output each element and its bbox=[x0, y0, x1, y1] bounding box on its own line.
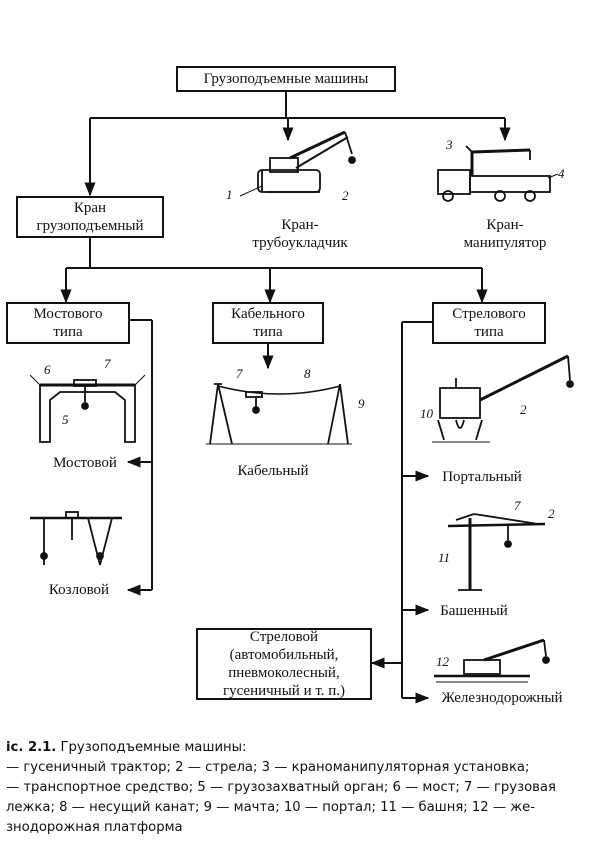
boom-mobile-line3: пневмоколесный, bbox=[228, 665, 340, 681]
pipelayer-line2: трубоукладчик bbox=[252, 235, 348, 251]
root-box: Грузоподъемные машины bbox=[176, 66, 396, 92]
num-label: 1 bbox=[226, 187, 233, 202]
boom-type-line2: типа bbox=[474, 324, 504, 340]
boom-mobile-box: Стреловой (автомобильный, пневмоколесный… bbox=[196, 628, 372, 700]
num-label: 2 bbox=[520, 402, 527, 417]
manipulator-truck-illustration bbox=[437, 145, 559, 202]
tower-crane-label: Башенный bbox=[440, 603, 508, 619]
num-label: 3 bbox=[446, 137, 453, 152]
caption-title-row: іс. 2.1. Грузоподъемные машины: bbox=[6, 738, 594, 758]
num-label: 7 bbox=[236, 366, 243, 381]
boom-type-line1: Стрелового bbox=[452, 306, 526, 322]
railway-crane-illustration bbox=[434, 638, 550, 683]
num-label: 4 bbox=[558, 166, 565, 181]
boom-mobile-line4: гусеничный и т. п.) bbox=[222, 683, 346, 699]
root-label: Грузоподъемные машины bbox=[203, 71, 369, 87]
num-label: 8 bbox=[304, 366, 311, 381]
num-label: 5 bbox=[62, 412, 69, 427]
gantry-crane-label: Козловой bbox=[48, 582, 110, 598]
crane-lifting-box: Кран грузоподъемный bbox=[16, 196, 164, 238]
num-label: 7 bbox=[104, 356, 111, 371]
caption-line: лежка; 8 — несущий канат; 9 — мачта; 10 … bbox=[6, 800, 536, 815]
bridge-type-box: Мостового типа bbox=[6, 302, 130, 344]
caption-title: Грузоподъемные машины: bbox=[60, 740, 247, 755]
manipulator-label: Кран- манипулятор bbox=[450, 216, 560, 252]
num-label: 6 bbox=[44, 362, 51, 377]
caption-prefix: іс. 2.1. bbox=[6, 740, 57, 755]
tower-crane-illustration bbox=[447, 513, 546, 591]
num-label: 11 bbox=[438, 550, 451, 565]
manipulator-line1: Кран- bbox=[486, 217, 524, 233]
cable-type-line1: Кабельного bbox=[231, 306, 305, 322]
pipelayer-illustration bbox=[239, 130, 356, 197]
portal-crane-label: Портальный bbox=[442, 469, 522, 485]
num-label: 9 bbox=[358, 396, 365, 411]
crane-lifting-line1: Кран bbox=[73, 200, 107, 216]
pipelayer-label: Кран- трубоукладчик bbox=[240, 216, 360, 252]
railway-crane-label: Железнодорожный bbox=[441, 690, 563, 706]
figure-caption: іс. 2.1. Грузоподъемные машины: — гусени… bbox=[6, 738, 594, 838]
cable-crane-illustration bbox=[206, 383, 352, 445]
boom-mobile-line2: (автомобильный, bbox=[229, 647, 339, 663]
bridge-type-line1: Мостового bbox=[33, 306, 103, 322]
num-label: 10 bbox=[420, 406, 433, 421]
connector-lines bbox=[60, 91, 511, 704]
num-label: 7 bbox=[514, 498, 521, 513]
boom-type-box: Стрелового типа bbox=[432, 302, 546, 344]
cable-crane-label: Кабельный bbox=[237, 463, 309, 479]
gantry-crane-illustration bbox=[30, 511, 122, 566]
cable-type-box: Кабельного типа bbox=[212, 302, 324, 344]
manipulator-line2: манипулятор bbox=[463, 235, 547, 251]
portal-crane-illustration bbox=[432, 354, 574, 443]
pipelayer-line1: Кран- bbox=[281, 217, 319, 233]
caption-line: — гусеничный трактор; 2 — стрела; 3 — кр… bbox=[6, 760, 530, 775]
num-label: 2 bbox=[342, 188, 349, 203]
cable-type-line2: типа bbox=[253, 324, 283, 340]
num-label: 2 bbox=[548, 506, 555, 521]
bridge-crane-illustration bbox=[29, 374, 146, 443]
bridge-type-line2: типа bbox=[53, 324, 83, 340]
boom-mobile-line1: Стреловой bbox=[249, 629, 319, 645]
num-label: 12 bbox=[436, 654, 449, 669]
caption-line: — транспортное средство; 5 — грузозахват… bbox=[6, 780, 556, 795]
caption-line: знодорожная платформа bbox=[6, 820, 183, 835]
crane-lifting-line2: грузоподъемный bbox=[36, 218, 144, 234]
bridge-crane-label: Мостовой bbox=[53, 455, 117, 471]
